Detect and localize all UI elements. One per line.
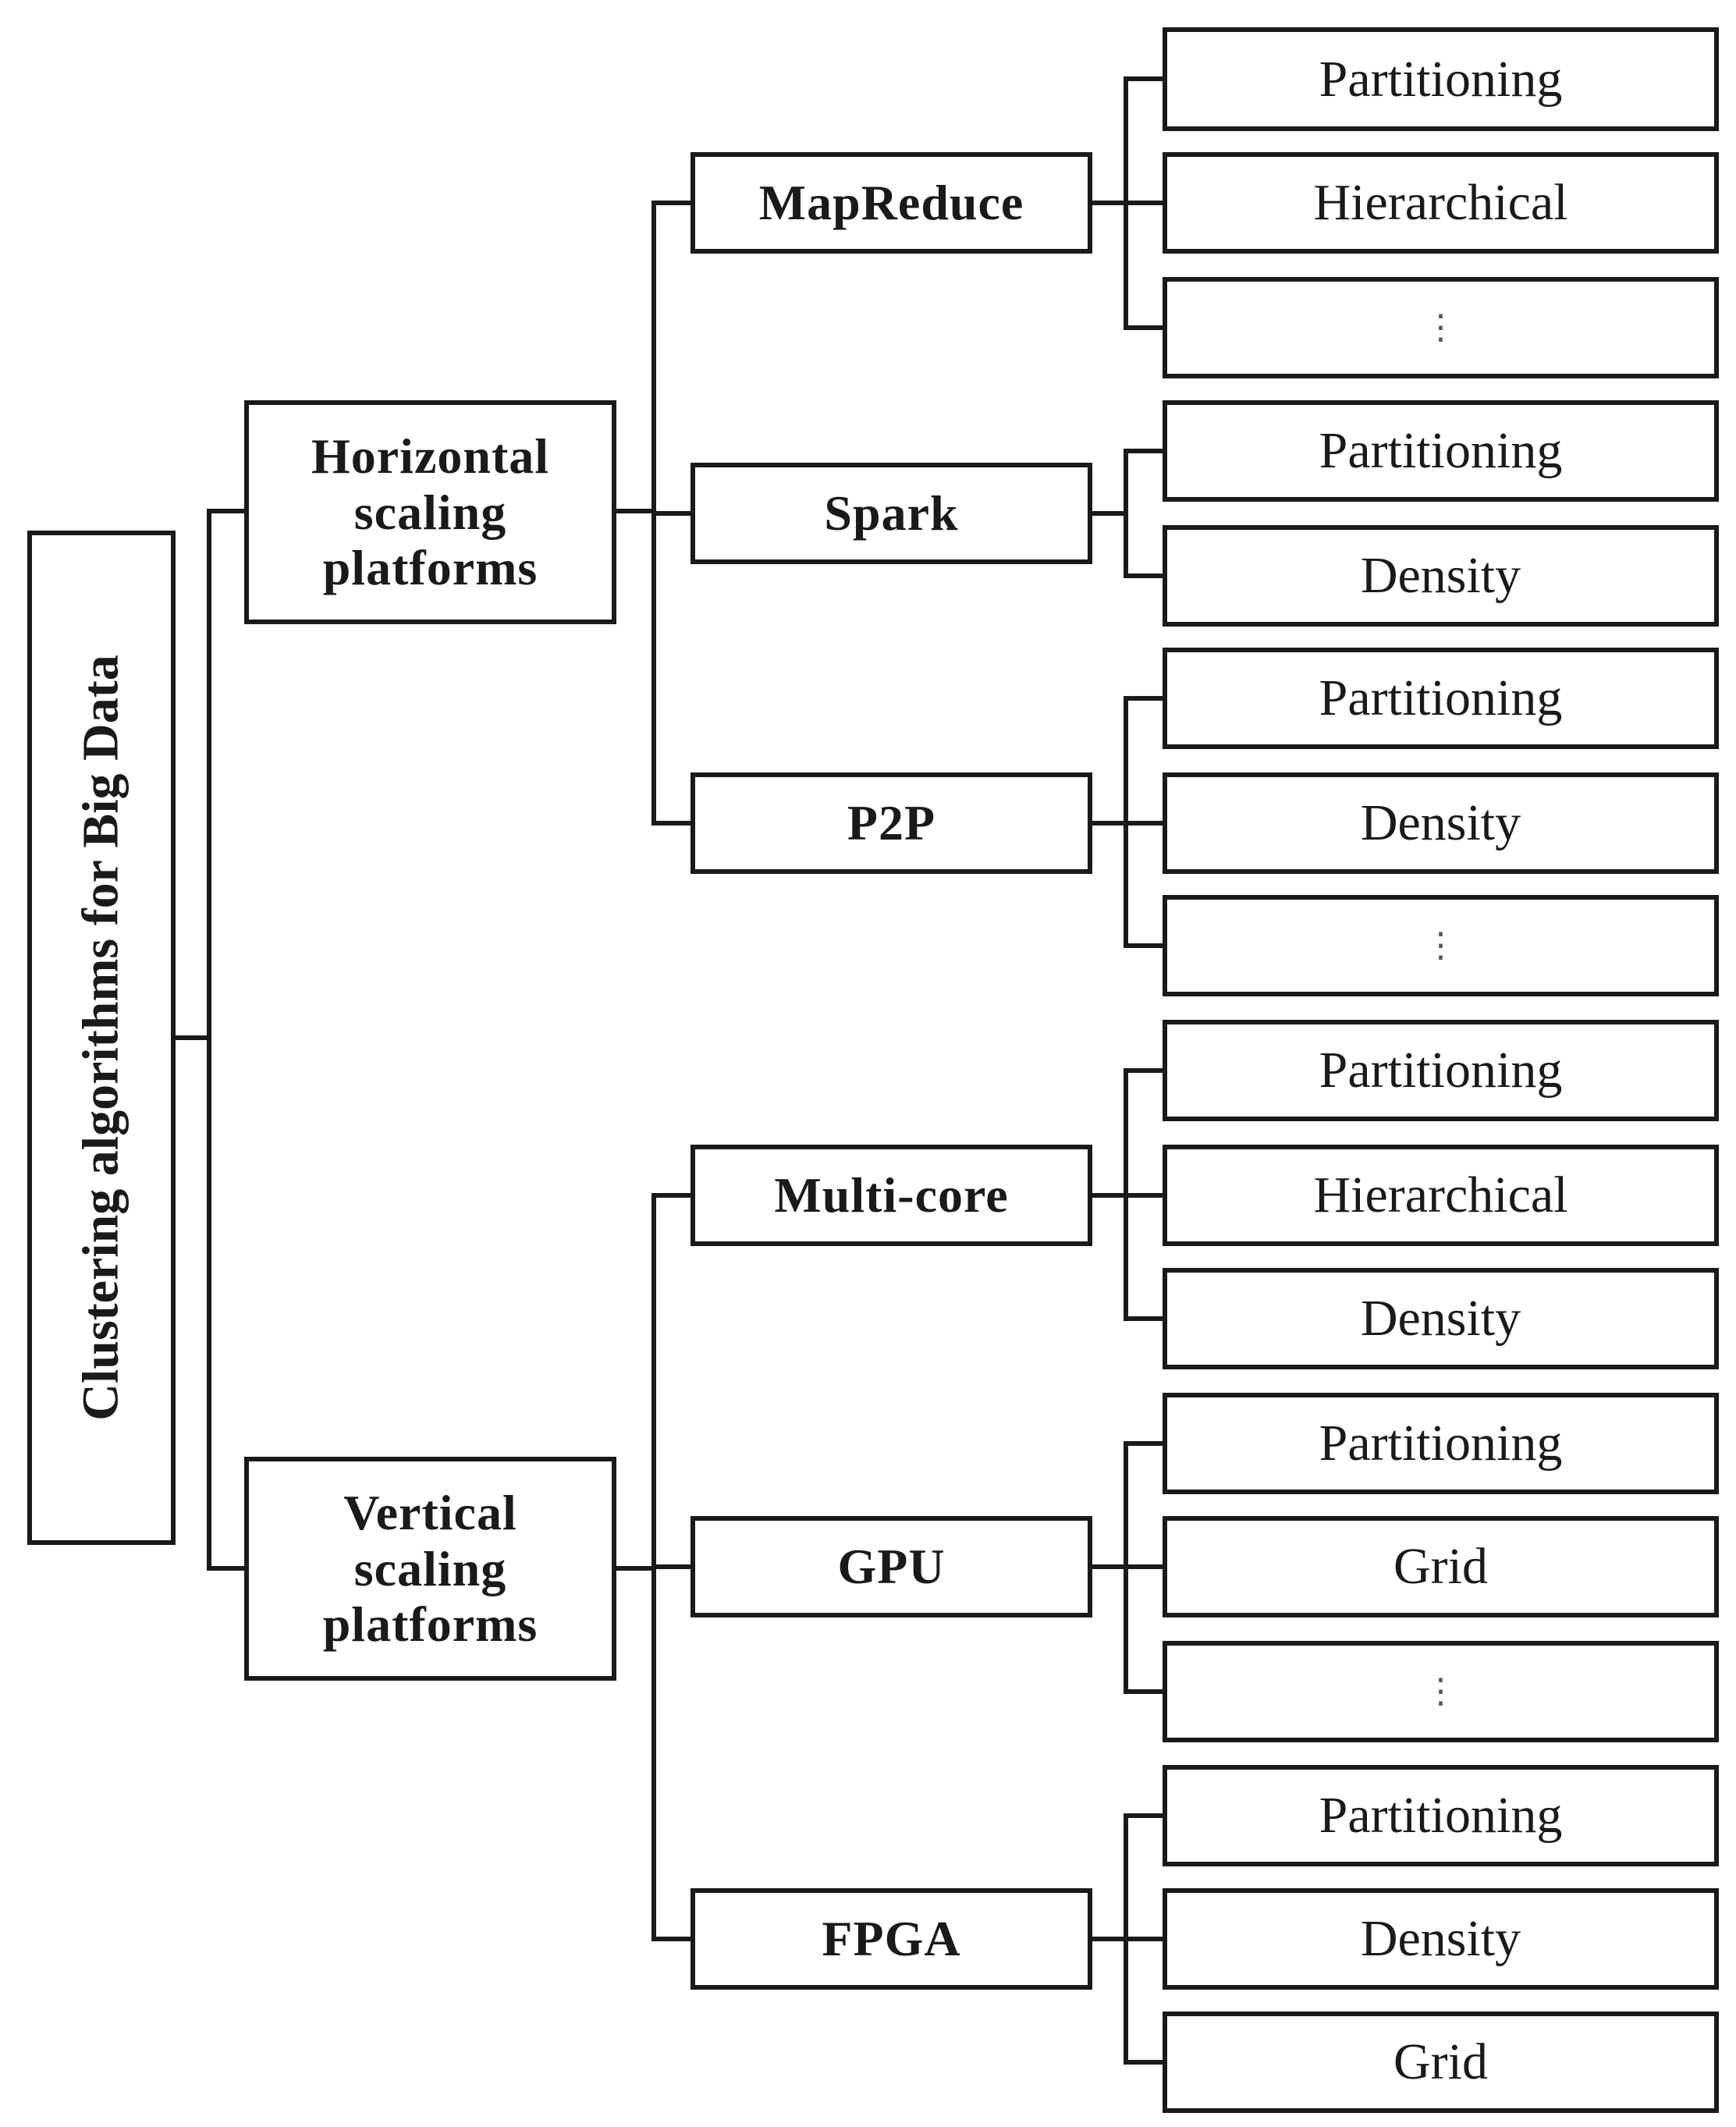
algorithm-label: Hierarchical xyxy=(1313,1166,1568,1223)
platform-label: P2P xyxy=(847,795,936,850)
vertical-ellipsis: ⋮ xyxy=(1423,308,1458,346)
algorithm-label: Partitioning xyxy=(1319,1042,1563,1099)
algorithm-more-ellipsis: ⋮ xyxy=(1163,895,1719,996)
platform-label: MapReduce xyxy=(758,175,1024,230)
algorithm-label: Partitioning xyxy=(1319,669,1563,726)
platform-label: GPU xyxy=(837,1539,946,1594)
platform-gpu: GPU xyxy=(690,1516,1092,1617)
algorithm-density: Density xyxy=(1163,525,1719,627)
platform-fpga: FPGA xyxy=(690,1888,1092,1990)
algorithm-label: Partitioning xyxy=(1319,1787,1563,1844)
platform-p2p: P2P xyxy=(690,772,1092,874)
algorithm-partitioning: Partitioning xyxy=(1163,1020,1719,1121)
root-node: Clustering algorithms for Big Data xyxy=(27,531,176,1545)
algorithm-hierarchical: Hierarchical xyxy=(1163,1145,1719,1246)
algorithm-partitioning: Partitioning xyxy=(1163,400,1719,502)
algorithm-label: Density xyxy=(1360,1290,1521,1347)
algorithm-partitioning: Partitioning xyxy=(1163,27,1719,131)
algorithm-more-ellipsis: ⋮ xyxy=(1163,1641,1719,1742)
algorithm-label: Partitioning xyxy=(1319,1415,1563,1472)
algorithm-label: Partitioning xyxy=(1319,422,1563,479)
algorithm-label: Hierarchical xyxy=(1313,174,1568,231)
algorithm-grid: Grid xyxy=(1163,1516,1719,1617)
algorithm-density: Density xyxy=(1163,1888,1719,1990)
algorithm-label: Grid xyxy=(1393,2033,1488,2090)
vertical-ellipsis: ⋮ xyxy=(1423,1672,1458,1710)
algorithm-more-ellipsis: ⋮ xyxy=(1163,277,1719,378)
platform-label: Spark xyxy=(824,485,959,541)
algorithm-label: Density xyxy=(1360,1910,1521,1967)
algorithm-density: Density xyxy=(1163,1268,1719,1369)
group-label: Horizontal scaling platforms xyxy=(311,428,550,596)
algorithm-label: Density xyxy=(1360,794,1521,851)
root-label: Clustering algorithms for Big Data xyxy=(73,655,130,1421)
algorithm-density: Density xyxy=(1163,772,1719,874)
vertical-ellipsis: ⋮ xyxy=(1423,926,1458,964)
platform-spark: Spark xyxy=(690,463,1092,564)
algorithm-hierarchical: Hierarchical xyxy=(1163,152,1719,254)
algorithm-partitioning: Partitioning xyxy=(1163,1765,1719,1866)
algorithm-label: Density xyxy=(1360,547,1521,604)
platform-label: FPGA xyxy=(822,1911,961,1966)
platform-multi-core: Multi-core xyxy=(690,1145,1092,1246)
algorithm-label: Partitioning xyxy=(1319,50,1563,108)
group-vertical-scaling: Vertical scaling platforms xyxy=(244,1457,616,1681)
algorithm-partitioning: Partitioning xyxy=(1163,1393,1719,1494)
platform-label: Multi-core xyxy=(774,1167,1009,1223)
group-horizontal-scaling: Horizontal scaling platforms xyxy=(244,400,616,624)
platform-mapreduce: MapReduce xyxy=(690,152,1092,254)
algorithm-label: Grid xyxy=(1393,1538,1488,1595)
group-label: Vertical scaling platforms xyxy=(322,1484,538,1653)
algorithm-partitioning: Partitioning xyxy=(1163,648,1719,749)
algorithm-grid: Grid xyxy=(1163,2012,1719,2113)
